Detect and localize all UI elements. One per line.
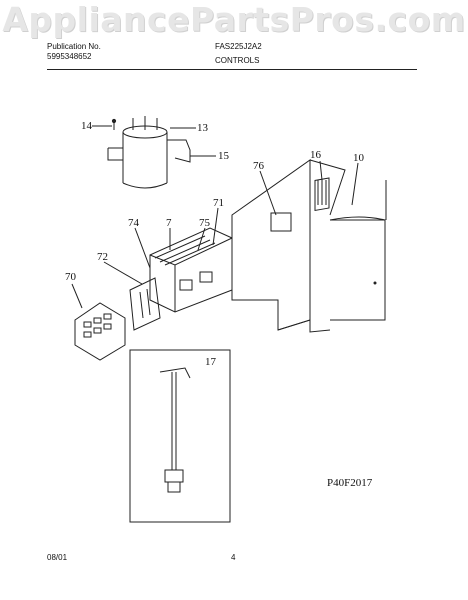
harness-part (159, 367, 191, 493)
callout-14: 14 (81, 120, 93, 132)
publication-number: 5995348652 (47, 52, 92, 61)
callout-17: 17 (205, 356, 217, 368)
bracket-part (167, 139, 191, 163)
capacitor-part (122, 116, 168, 189)
callout-10: 10 (353, 152, 365, 164)
callout-15: 15 (218, 150, 230, 162)
header-rule (47, 69, 417, 70)
callout-71: 71 (213, 197, 224, 209)
control-box-part (149, 227, 233, 313)
publication-label: Publication No. (47, 42, 101, 51)
switch-board-part (129, 277, 161, 331)
inset-frame (129, 349, 231, 523)
callout-70: 70 (65, 271, 77, 283)
watermark: AppliancePartsPros.com (2, 0, 466, 39)
callout-72: 72 (97, 251, 108, 263)
thermostat-part (270, 212, 292, 232)
callout-7: 7 (166, 217, 172, 229)
control-panel-part (74, 302, 126, 361)
grille-part (314, 177, 330, 212)
section-title: CONTROLS (215, 56, 260, 65)
callout-76: 76 (253, 160, 265, 172)
footer-page-number: 4 (231, 553, 236, 562)
figure-code: P40F2017 (327, 477, 373, 489)
callout-16: 16 (310, 149, 322, 161)
callout-13: 13 (197, 122, 209, 134)
model-number: FAS225J2A2 (215, 42, 262, 51)
callout-75: 75 (199, 217, 211, 229)
footer-date: 08/01 (47, 553, 68, 562)
callout-74: 74 (128, 217, 140, 229)
cabinet-panel-part (231, 159, 387, 333)
